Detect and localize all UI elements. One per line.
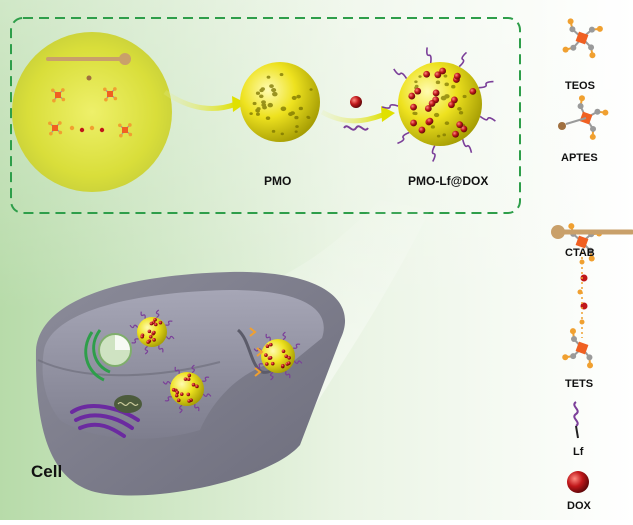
reagent-dox-icon <box>350 96 362 108</box>
legend-dox-icon <box>567 471 589 493</box>
legend-aptes-label: APTES <box>561 152 598 164</box>
pmo-nanoparticle <box>240 62 320 142</box>
legend-ctab-label: CTAB <box>565 247 595 259</box>
nucleus-organelle <box>99 334 131 366</box>
legend-teos-label: TEOS <box>565 80 595 92</box>
label-pmo: PMO <box>264 174 291 188</box>
legend-dox-label: DOX <box>567 500 591 512</box>
mitochondrion-organelle <box>114 395 142 413</box>
label-pmo-lf-dox: PMO-Lf@DOX <box>408 174 488 188</box>
legend-tets-label: TETS <box>565 378 593 390</box>
label-cell: Cell <box>31 462 62 482</box>
precursor-bubble <box>12 32 172 192</box>
legend-lf-label: Lf <box>573 446 583 458</box>
